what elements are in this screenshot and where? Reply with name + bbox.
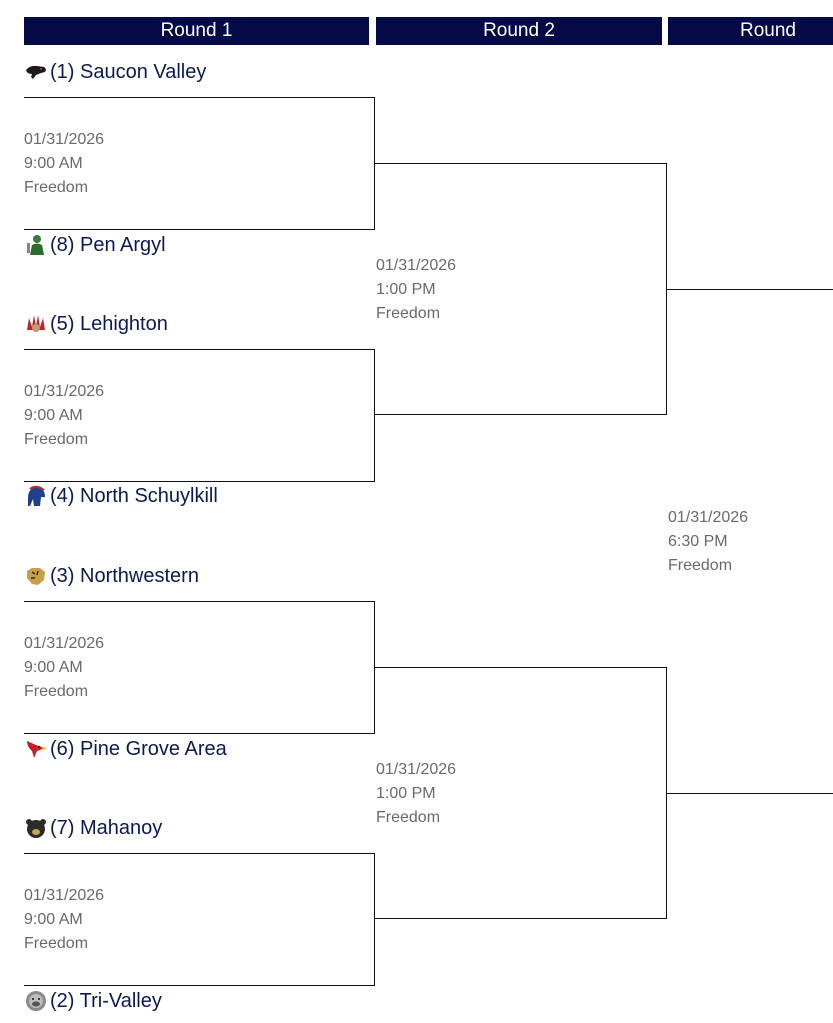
game-date: 01/31/2026 [24, 887, 105, 904]
team-name: (6) Pine Grove Area [50, 737, 227, 760]
bracket-line [375, 667, 667, 668]
bulldog-icon [24, 989, 48, 1013]
game-venue: Freedom [376, 305, 441, 322]
game-info: 01/31/2026 9:00 AM Freedom [24, 380, 104, 452]
bracket-line [666, 667, 667, 919]
team-north-schuylkill[interactable]: (4) North Schuylkill [24, 481, 218, 511]
game-venue: Freedom [24, 935, 89, 952]
game-time: 6:30 PM [668, 533, 728, 550]
team-tri-valley[interactable]: (2) Tri-Valley [24, 986, 162, 1016]
panther-icon [24, 60, 48, 84]
game-venue: Freedom [376, 809, 441, 826]
team-lehighton[interactable]: (5) Lehighton [24, 309, 168, 339]
indian-headdress-icon [24, 312, 48, 336]
game-date: 01/31/2026 [24, 383, 105, 400]
bracket-line [666, 163, 667, 415]
game-date: 01/31/2026 [24, 131, 105, 148]
team-pen-argyl[interactable]: (8) Pen Argyl [24, 230, 166, 260]
team-name: (8) Pen Argyl [50, 233, 166, 256]
bracket-line [667, 289, 833, 290]
team-name: (3) Northwestern [50, 564, 199, 587]
bracket-line [24, 481, 375, 482]
team-name: (7) Mahanoy [50, 816, 163, 839]
bracket-line [667, 793, 833, 794]
team-northwestern[interactable]: (3) Northwestern [24, 561, 199, 591]
bracket-line [24, 733, 375, 734]
game-time: 1:00 PM [376, 785, 436, 802]
game-info: 01/31/2026 1:00 PM Freedom [376, 254, 456, 326]
game-info: 01/31/2026 9:00 AM Freedom [24, 884, 104, 956]
game-info: 01/31/2026 6:30 PM Freedom [668, 506, 748, 578]
bracket-line [24, 229, 375, 230]
bracket-line [24, 853, 375, 854]
team-mahanoy[interactable]: (7) Mahanoy [24, 813, 162, 843]
green-knight-icon [24, 233, 48, 257]
cardinal-icon [24, 737, 48, 761]
game-time: 9:00 AM [24, 659, 83, 676]
bracket-line [374, 601, 375, 734]
team-pine-grove-area[interactable]: (6) Pine Grove Area [24, 734, 227, 764]
round-1-header: Round 1 [24, 17, 369, 45]
game-venue: Freedom [24, 683, 89, 700]
team-name: (4) North Schuylkill [50, 484, 218, 507]
bracket-line [374, 349, 375, 482]
game-date: 01/31/2026 [24, 635, 105, 652]
game-time: 9:00 AM [24, 911, 83, 928]
bear-icon [24, 816, 48, 840]
bracket-line [24, 97, 375, 98]
bracket-line [375, 163, 667, 164]
team-saucon-valley[interactable]: (1) Saucon Valley [24, 57, 206, 87]
game-venue: Freedom [668, 557, 733, 574]
game-time: 9:00 AM [24, 155, 83, 172]
spartan-helmet-icon [24, 484, 48, 508]
bracket-line [24, 985, 375, 986]
game-date: 01/31/2026 [376, 761, 457, 778]
game-time: 9:00 AM [24, 407, 83, 424]
round-2-header: Round 2 [376, 17, 662, 45]
bracket-line [24, 349, 375, 350]
team-name: (2) Tri-Valley [50, 989, 162, 1012]
game-date: 01/31/2026 [376, 257, 457, 274]
game-venue: Freedom [24, 179, 89, 196]
tiger-icon [24, 564, 48, 588]
game-date: 01/31/2026 [668, 509, 749, 526]
bracket-line [375, 918, 667, 919]
game-info: 01/31/2026 9:00 AM Freedom [24, 128, 104, 200]
team-name: (5) Lehighton [50, 312, 168, 335]
bracket-line [24, 601, 375, 602]
bracket-line [374, 97, 375, 230]
bracket-line [374, 853, 375, 986]
bracket-line [375, 414, 667, 415]
game-time: 1:00 PM [376, 281, 436, 298]
game-info: 01/31/2026 1:00 PM Freedom [376, 758, 456, 830]
team-name: (1) Saucon Valley [50, 60, 207, 83]
game-venue: Freedom [24, 431, 89, 448]
game-info: 01/31/2026 9:00 AM Freedom [24, 632, 104, 704]
round-3-header: Round [668, 17, 833, 45]
